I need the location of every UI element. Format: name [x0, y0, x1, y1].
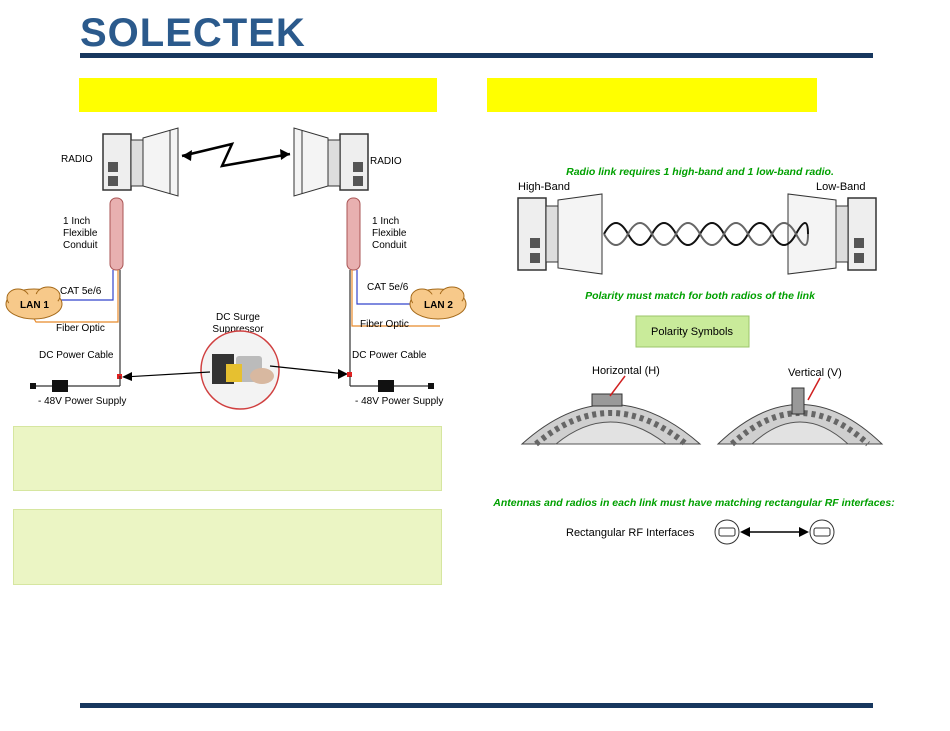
right-radio-icon	[293, 127, 369, 197]
label-fiber-right: Fiber Optic	[360, 319, 409, 330]
left-power-supply-icon	[30, 376, 121, 392]
label-dc-right: DC Power Cable	[352, 350, 427, 361]
low-band-radio-icon	[787, 193, 877, 275]
label-horizontal: Horizontal (H)	[592, 365, 660, 377]
vertical-polarity-image	[716, 377, 884, 447]
right-conduit	[346, 197, 361, 271]
label-lan-1: LAN 1	[20, 300, 49, 311]
label-fiber-left: Fiber Optic	[56, 323, 105, 334]
label-radio-left: RADIO	[61, 154, 93, 165]
label-rf-interfaces: Rectangular RF Interfaces	[566, 527, 695, 539]
label-low-band: Low-Band	[816, 181, 866, 193]
polarity-note: Polarity must match for both radios of t…	[585, 290, 816, 302]
lan-1-cloud: LAN 1	[5, 286, 63, 320]
label-cat-left: CAT 5e/6	[60, 286, 102, 297]
label-psu-left: - 48V Power Supply	[38, 396, 126, 407]
label-vertical: Vertical (V)	[788, 367, 842, 379]
footer-rule	[80, 703, 873, 708]
radio-requirements-diagram: Radio link requires 1 high-band and 1 lo…	[492, 166, 895, 545]
lan-2-cloud: LAN 2	[409, 286, 467, 320]
polarity-symbols-label: Polarity Symbols	[651, 326, 733, 338]
right-power-supply-icon	[349, 376, 434, 392]
left-conduit	[109, 197, 124, 271]
label-psu-right: - 48V Power Supply	[355, 396, 443, 407]
rf-interface-note: Antennas and radios in each link must ha…	[492, 497, 894, 509]
label-cat-right: CAT 5e/6	[367, 282, 409, 293]
polarity-symbols-box	[635, 315, 750, 348]
right-title-bar	[487, 78, 817, 112]
wireless-link-icon	[181, 142, 291, 168]
note-box-1	[13, 426, 442, 491]
band-note: Radio link requires 1 high-band and 1 lo…	[566, 166, 834, 178]
high-band-radio-icon	[517, 193, 603, 275]
label-high-band: High-Band	[518, 181, 570, 193]
solectek-logo: SOLECTEK	[80, 11, 306, 52]
surge-suppressor-photo	[200, 330, 280, 410]
horizontal-polarity-image	[520, 375, 702, 447]
note-box-2	[13, 509, 442, 585]
logo-text: SOLECTEK	[80, 11, 306, 52]
left-title-bar	[79, 78, 437, 112]
signal-helix-icon	[603, 222, 809, 246]
label-dc-left: DC Power Cable	[39, 350, 114, 361]
label-lan-2: LAN 2	[424, 300, 453, 311]
left-radio-icon	[102, 127, 179, 197]
header-rule	[80, 53, 873, 58]
label-radio-right: RADIO	[370, 156, 402, 167]
rf-interface-left-icon	[714, 519, 740, 545]
rf-interface-right-icon	[809, 519, 835, 545]
